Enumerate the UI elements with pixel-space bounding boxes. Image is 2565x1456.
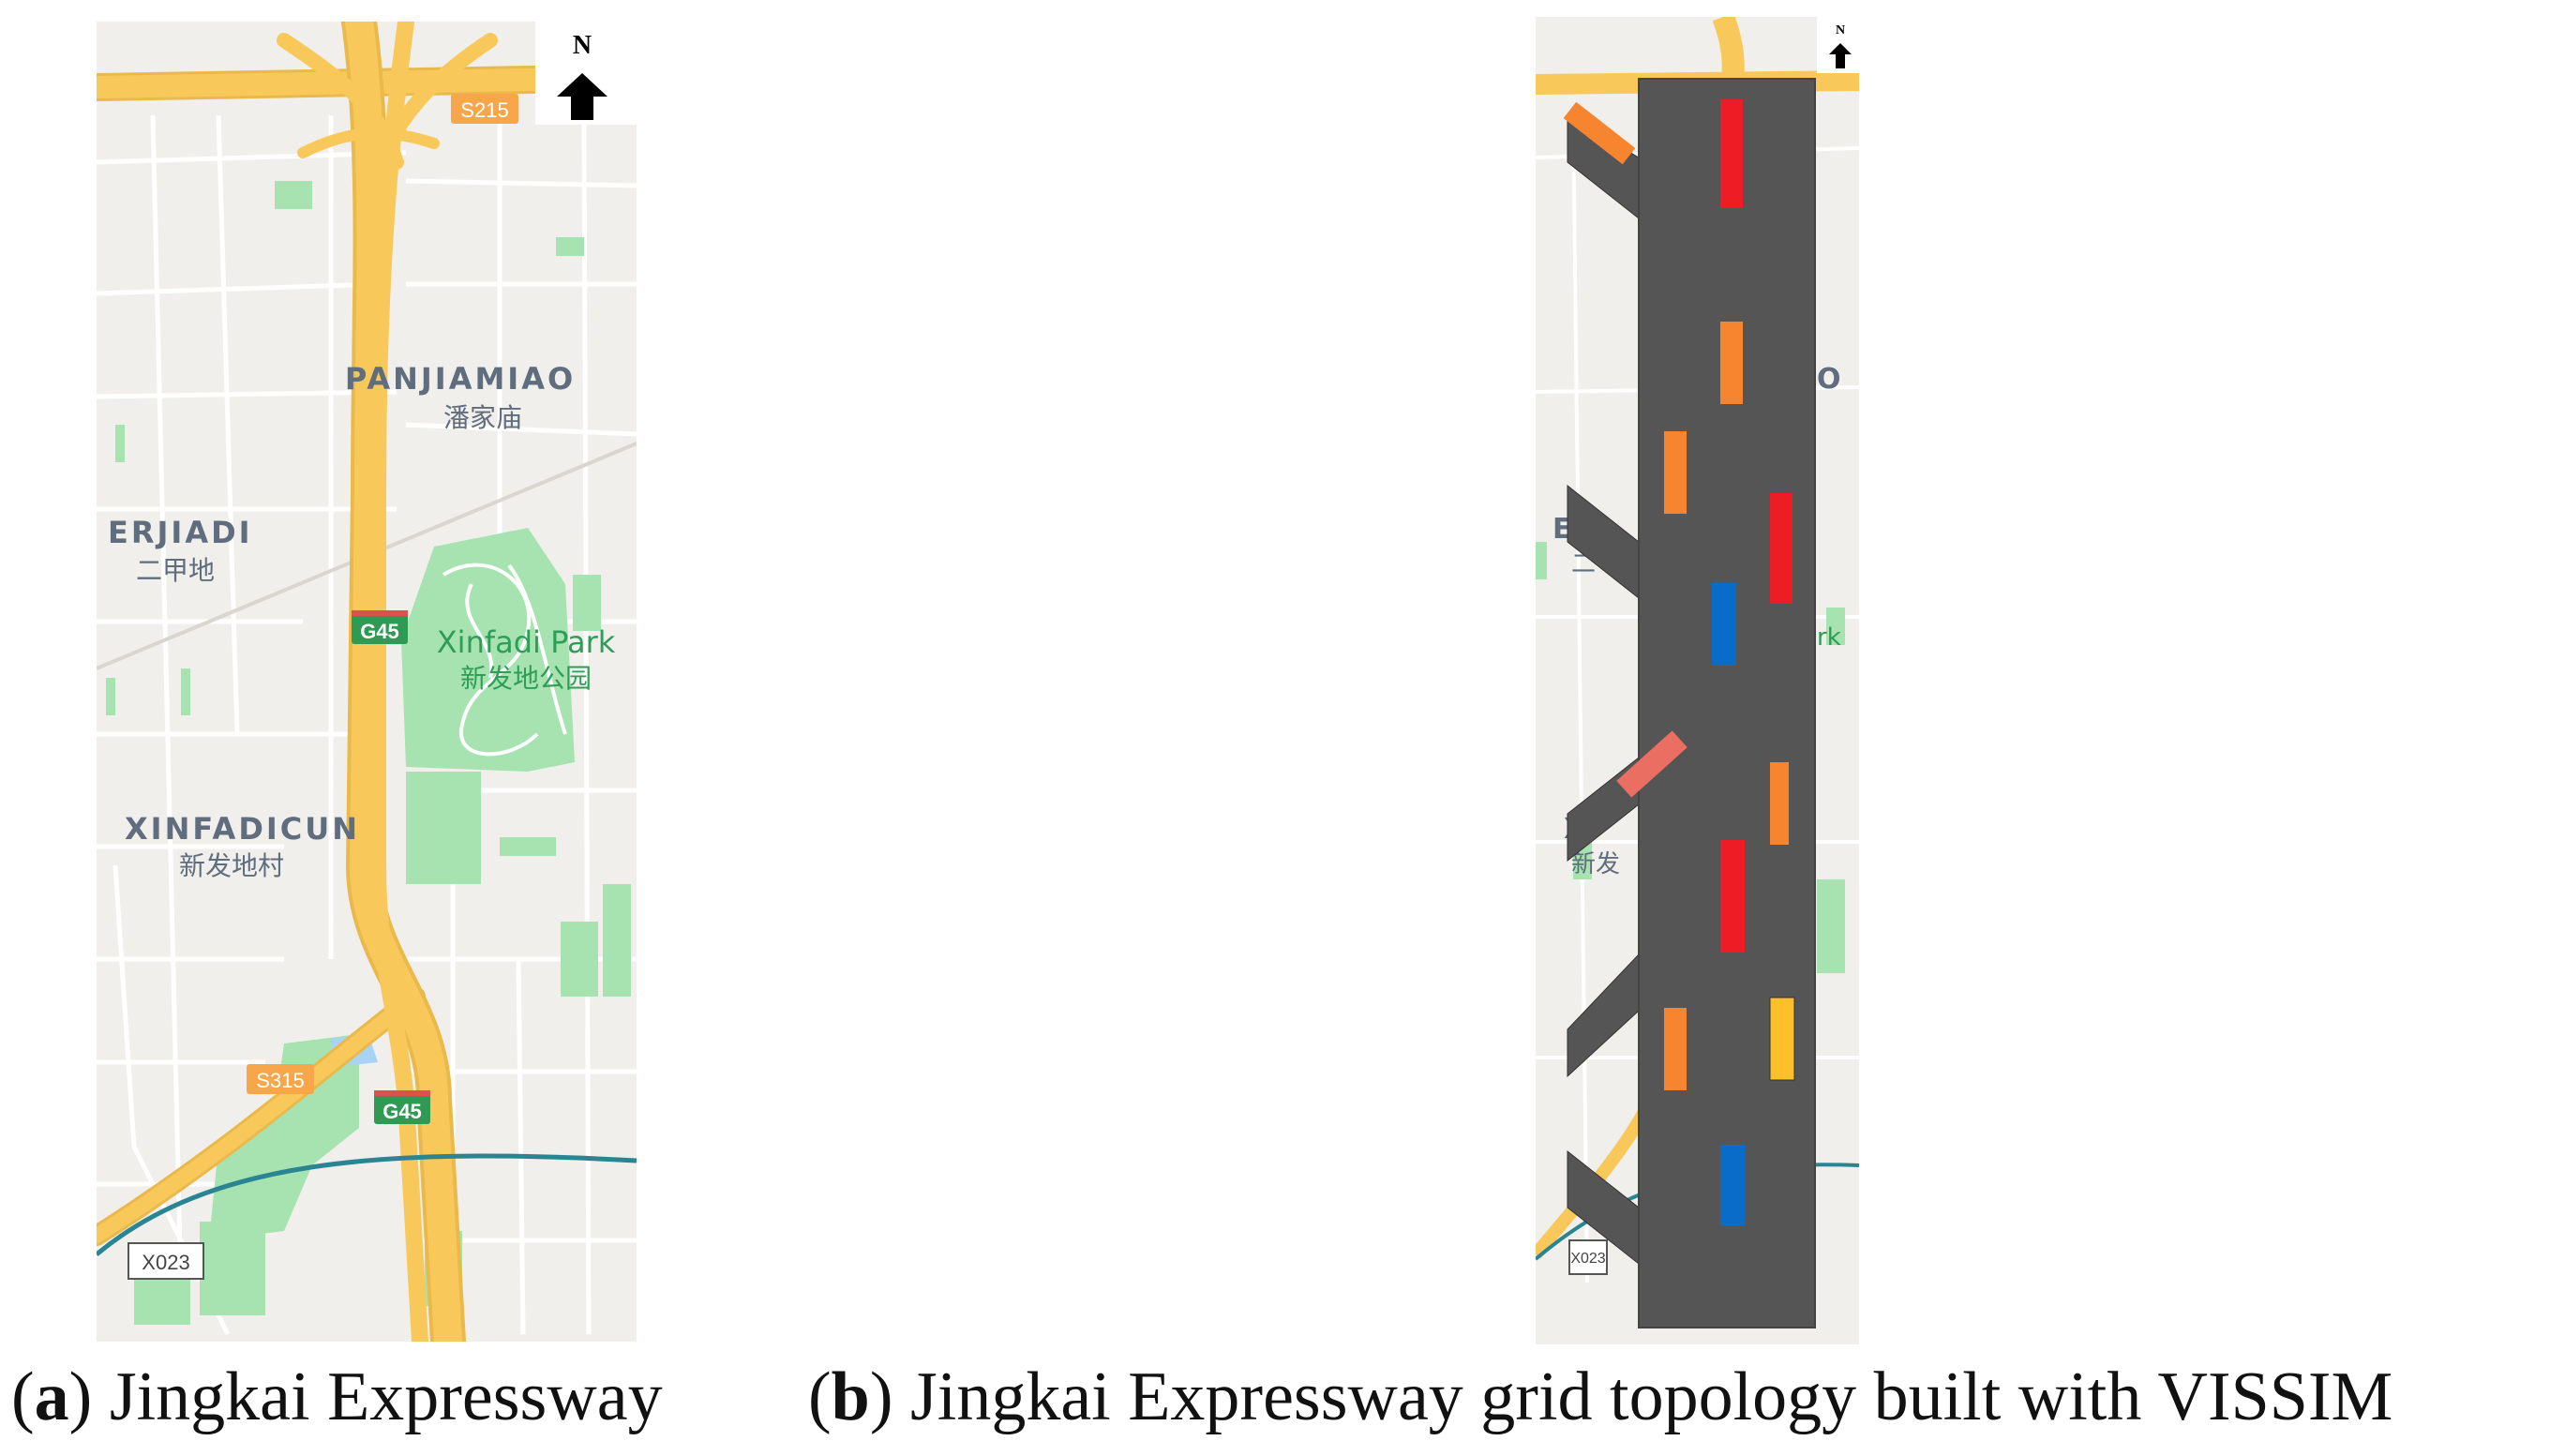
north-compass-b: N (1817, 17, 1859, 73)
map-panel-a: N S215 G45 S315 G45 X023 PANJIAMIAO (97, 22, 637, 1342)
shield-g45-lower: G45 (374, 1090, 430, 1124)
north-arrow-icon (557, 73, 608, 120)
svg-text:G45: G45 (360, 620, 399, 643)
label-panjiamiao-cn: 潘家庙 (443, 402, 522, 433)
shield-s315: S315 (247, 1064, 314, 1094)
caption-b: (b) Jingkai Expressway grid topology bui… (808, 1358, 2393, 1435)
railway-line (97, 1153, 637, 1256)
vehicle-yellow (1769, 997, 1795, 1081)
vehicle-orange (1664, 1008, 1687, 1090)
park-paths (442, 563, 567, 757)
vehicle-orange (1720, 322, 1743, 404)
caption-a-text: Jingkai Expressway (92, 1358, 663, 1435)
label-fragment-park: rk (1817, 623, 1841, 652)
main-road (1638, 78, 1816, 1328)
label-fragment-xinfadicun-cn: 新发 (1571, 850, 1620, 878)
svg-text:X023: X023 (1570, 1251, 1605, 1267)
svg-text:N: N (1836, 23, 1845, 38)
vissim-panel-b: ER 二 X 新发 O rk X023 N (1536, 17, 1859, 1344)
caption-a-letter: a (34, 1358, 69, 1435)
svg-text:X023: X023 (142, 1251, 189, 1274)
label-xinfadi-park-cn: 新发地公园 (460, 663, 592, 694)
vehicle-red (1770, 493, 1792, 604)
label-erjiadi: ERJIADI (108, 515, 253, 550)
north-arrow-icon (1829, 43, 1852, 68)
vissim-canvas: ER 二 X 新发 O rk X023 N (1536, 17, 1859, 1344)
svg-text:S315: S315 (256, 1069, 304, 1092)
label-xinfadi-park: Xinfadi Park (437, 624, 616, 660)
label-erjiadi-cn: 二甲地 (136, 555, 215, 586)
vehicle-blue (1712, 583, 1736, 666)
map-canvas: N S215 G45 S315 G45 X023 PANJIAMIAO (97, 22, 637, 1342)
vehicles (1563, 99, 1795, 1225)
vehicle-salmon-ramp (1616, 730, 1688, 798)
svg-text:G45: G45 (382, 1100, 422, 1123)
caption-b-text: Jingkai Expressway grid topology built w… (892, 1358, 2393, 1435)
caption-b-letter: b (831, 1358, 870, 1435)
shield-g45-upper: G45 (352, 610, 408, 644)
north-compass: N (535, 22, 637, 125)
label-panjiamiao: PANJIAMIAO (345, 361, 576, 397)
vehicle-blue (1720, 1145, 1745, 1225)
shield-x023: X023 (128, 1242, 204, 1280)
shield-s215: S215 (451, 94, 518, 124)
vehicle-orange (1664, 431, 1687, 514)
svg-text:S215: S215 (460, 98, 508, 122)
compass-north-label: N (573, 31, 592, 60)
vehicle-red (1720, 99, 1743, 208)
vehicle-red (1720, 840, 1745, 953)
label-xinfadicun: XINFADICUN (125, 811, 360, 847)
label-xinfadicun-cn: 新发地村 (179, 850, 284, 881)
vehicle-orange (1770, 762, 1789, 845)
park-strip (406, 772, 481, 884)
shield-x023-b: X023 (1568, 1239, 1608, 1275)
vehicle-orange-ramp (1563, 101, 1636, 165)
label-fragment-panjiamiao: O (1817, 363, 1841, 396)
caption-a: (a) Jingkai Expressway (11, 1358, 663, 1435)
